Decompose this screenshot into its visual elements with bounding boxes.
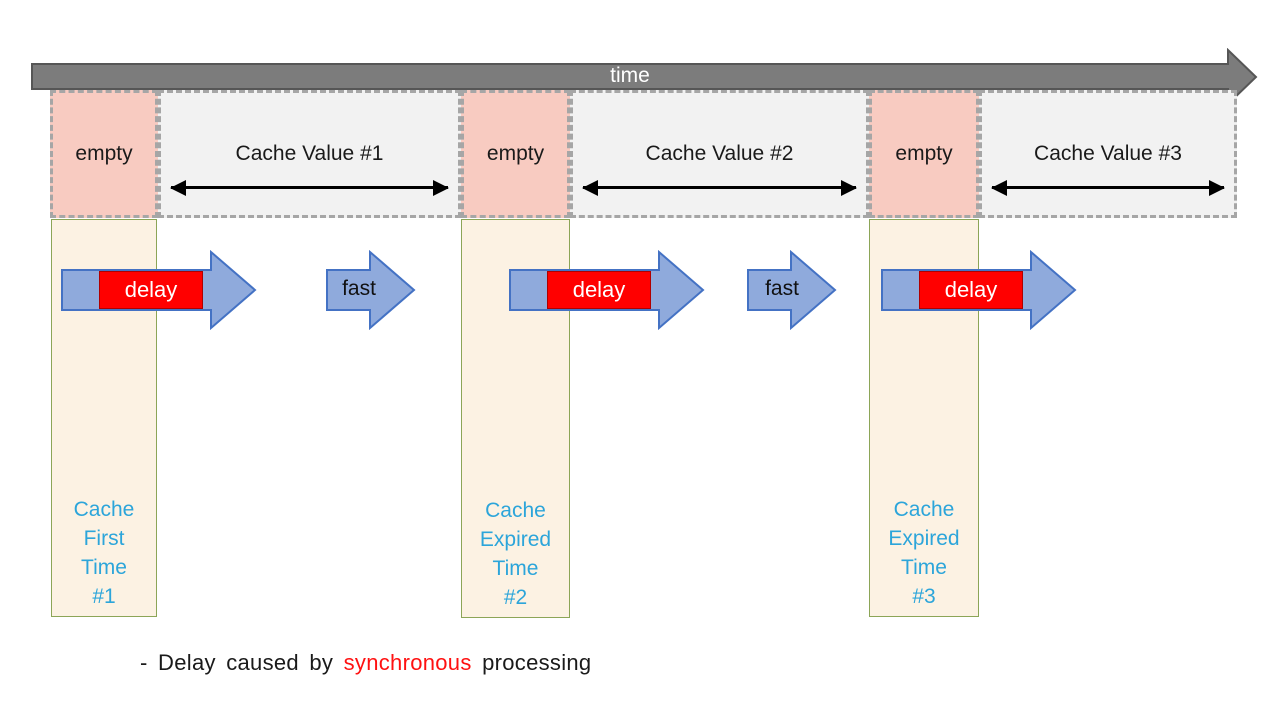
column-label-line: Cache — [73, 498, 135, 521]
duration-double-arrow — [171, 186, 448, 189]
timeline-cell-cache-value-3: Cache Value #3 — [979, 90, 1237, 218]
delay-label-box-3: delay — [919, 271, 1023, 309]
column-label-line: First — [83, 527, 125, 550]
cell-label: empty — [75, 142, 133, 165]
caption-highlight: synchronous — [343, 650, 472, 675]
cell-label: empty — [486, 142, 545, 165]
caption: - Delay caused by synchronous processing — [140, 650, 591, 676]
fast-label-2: fast — [765, 277, 799, 300]
delay-label: delay — [124, 277, 178, 302]
timeline-cell-cache-value-1: Cache Value #1 — [158, 90, 461, 218]
column-label-line: Expired — [888, 527, 960, 550]
column-label-line: #3 — [912, 585, 936, 608]
duration-double-arrow — [992, 186, 1224, 189]
time-arrow-label: time — [610, 64, 650, 87]
delay-label: delay — [944, 277, 998, 302]
fast-arrow-1 — [326, 250, 416, 330]
timeline-cell-empty-3: empty — [869, 90, 979, 218]
delay-label-box-1: delay — [99, 271, 203, 309]
cell-label: Cache Value #2 — [645, 142, 794, 165]
column-label-line: Cache — [485, 499, 546, 522]
column-label-line: Time — [81, 556, 127, 579]
caption-suffix: processing — [471, 650, 592, 675]
fast-label-1: fast — [342, 277, 376, 300]
column-label-line: Time — [901, 556, 947, 579]
cell-label: empty — [895, 142, 953, 165]
cell-label: Cache Value #3 — [1034, 142, 1182, 165]
cell-label: Cache Value #1 — [235, 142, 384, 165]
timeline-cell-empty-1: empty — [50, 90, 158, 218]
duration-double-arrow — [583, 186, 856, 189]
column-label-line: #2 — [503, 586, 528, 609]
column-label-line: Cache — [893, 498, 955, 521]
column-label-line: Expired — [479, 528, 552, 551]
column-label-line: #1 — [92, 585, 116, 608]
time-arrow — [31, 48, 1258, 106]
caption-prefix: - Delay caused by — [140, 650, 344, 675]
timeline-cell-empty-2: empty — [461, 90, 570, 218]
delay-label: delay — [572, 277, 626, 302]
fast-arrow-2 — [747, 250, 837, 330]
timeline-cell-cache-value-2: Cache Value #2 — [570, 90, 869, 218]
delay-label-box-2: delay — [547, 271, 651, 309]
column-label-line: Time — [492, 557, 539, 580]
